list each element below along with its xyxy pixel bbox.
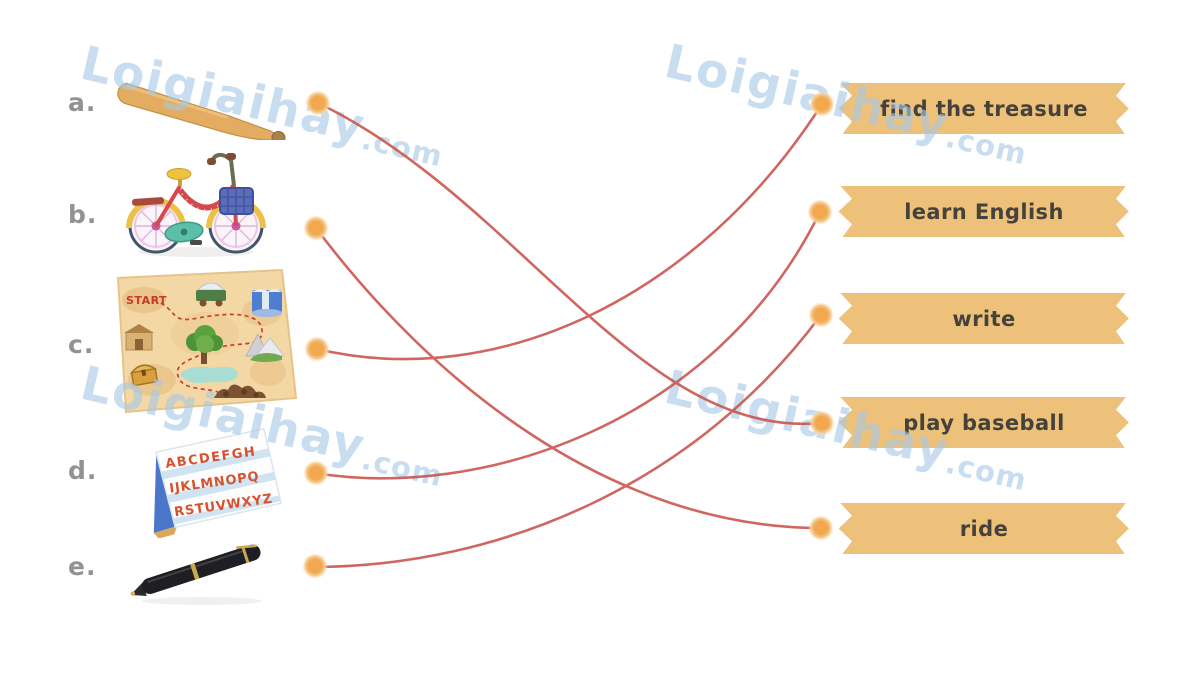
dot-learn-english[interactable] [807,199,833,225]
dot-item-b[interactable] [303,215,329,241]
dot-item-e[interactable] [302,553,328,579]
line-a-to-play-baseball [316,101,824,426]
banner-find-the-treasure[interactable]: find the treasure [838,83,1129,134]
dot-item-d[interactable] [303,460,329,486]
banner-write[interactable]: write [838,293,1129,344]
dot-play-baseball[interactable] [809,410,835,436]
dot-find-the-treasure[interactable] [809,91,835,117]
line-e-to-write [313,313,823,569]
banner-label: play baseball [903,410,1065,435]
dot-ride[interactable] [808,515,834,541]
item-letter-b: b. [68,200,98,229]
line-c-to-find-the-treasure [315,102,824,361]
line-d-to-learn-english [313,210,822,480]
item-letter-d: d. [68,456,98,485]
item-letter-c: c. [68,330,95,359]
banner-label: write [952,306,1016,331]
pen-image [130,544,262,605]
baseball-bat-image [117,82,286,140]
bicycle-image [126,153,266,257]
dot-item-c[interactable] [304,336,330,362]
banner-label: learn English [904,199,1064,224]
map-start-label: START [126,294,167,307]
item-letter-a: a. [68,88,97,117]
treasure-map-image: START [116,268,298,414]
banner-play-baseball[interactable]: play baseball [838,397,1129,448]
banner-label: find the treasure [880,96,1088,121]
dot-write[interactable] [808,302,834,328]
dot-item-a[interactable] [305,90,331,116]
alphabet-chart-image: ABCDEFGH IJKLMNOPQ RSTUVWXYZ [153,427,283,538]
banner-learn-english[interactable]: learn English [838,186,1129,237]
line-b-to-ride [314,226,823,530]
banner-label: ride [959,516,1009,541]
banner-ride[interactable]: ride [838,503,1129,554]
item-letter-e: e. [68,552,97,581]
